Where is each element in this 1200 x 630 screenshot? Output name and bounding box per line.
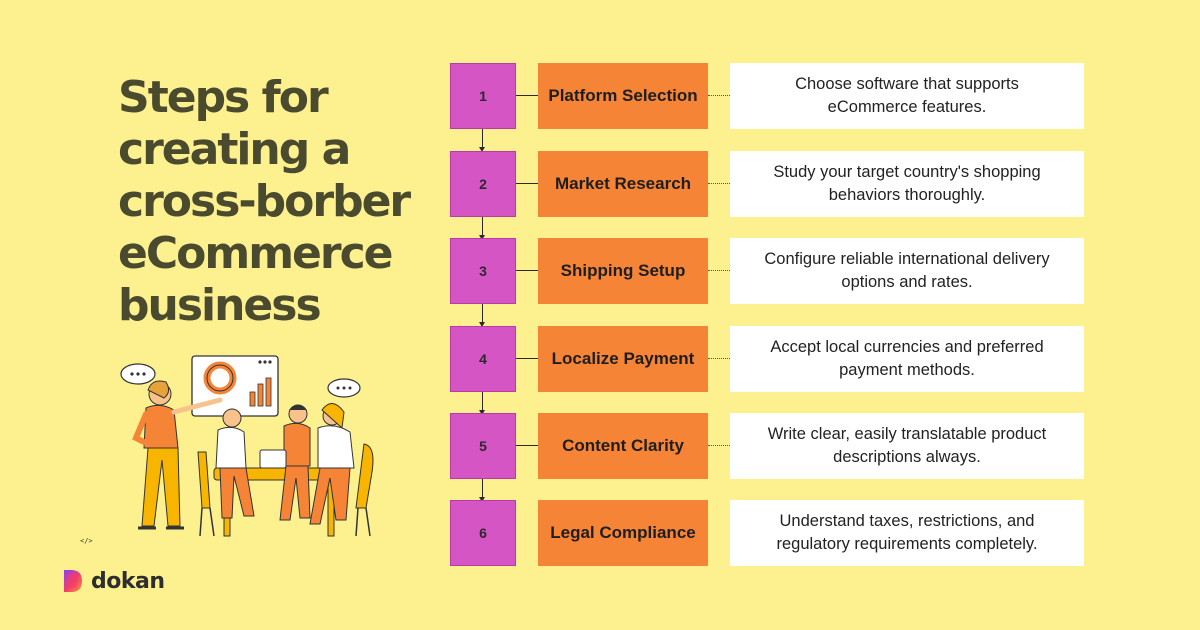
title-line-5: business xyxy=(118,280,322,331)
step-description: Choose software that supports eCommerce … xyxy=(730,63,1084,129)
step-description: Study your target country's shopping beh… xyxy=(730,151,1084,217)
step-description: Understand taxes, restrictions, and regu… xyxy=(730,500,1084,566)
step-row: 2 Market Research Study your target coun… xyxy=(450,151,1084,217)
presenter-figure xyxy=(132,380,223,530)
step-label: Localize Payment xyxy=(538,326,708,392)
step-row: 5 Content Clarity Write clear, easily tr… xyxy=(450,413,1084,479)
down-arrow-icon xyxy=(479,392,485,415)
down-arrow-icon xyxy=(479,217,485,240)
seated-person-figure xyxy=(309,403,355,525)
step-description: Configure reliable international deliver… xyxy=(730,238,1084,304)
seated-person-figure xyxy=(215,408,255,519)
title-line-2: creating a xyxy=(118,124,351,175)
step-label: Content Clarity xyxy=(538,413,708,479)
title-line-4: eCommerce xyxy=(118,228,394,279)
connector-line xyxy=(516,358,538,359)
speech-bubble-icon xyxy=(120,363,156,385)
connector-line xyxy=(708,95,730,96)
page-title: Steps for creating a cross-borber eComme… xyxy=(118,72,448,332)
step-label: Shipping Setup xyxy=(538,238,708,304)
down-arrow-icon xyxy=(479,479,485,502)
connector-line xyxy=(516,270,538,271)
step-number: 5 xyxy=(450,413,516,479)
chair-icon xyxy=(197,443,374,537)
connector-line xyxy=(708,183,730,184)
step-number: 6 xyxy=(450,500,516,566)
team-meeting-illustration xyxy=(120,355,374,537)
step-number: 4 xyxy=(450,326,516,392)
down-arrow-icon xyxy=(479,129,485,152)
step-label: Market Research xyxy=(538,151,708,217)
step-label: Legal Compliance xyxy=(538,500,708,566)
connector-line xyxy=(516,95,538,96)
connector-line xyxy=(516,445,538,446)
seated-person-figure xyxy=(279,404,311,521)
step-row: 3 Shipping Setup Configure reliable inte… xyxy=(450,238,1084,304)
brand-logo: dokan xyxy=(62,566,165,596)
connector-line xyxy=(708,270,730,271)
title-line-1: Steps for xyxy=(118,72,329,123)
step-number: 2 xyxy=(450,151,516,217)
connector-line xyxy=(708,358,730,359)
step-label: Platform Selection xyxy=(538,63,708,129)
dokan-logo-icon xyxy=(64,570,82,592)
laptop-icon xyxy=(259,449,287,469)
down-arrow-icon xyxy=(479,304,485,327)
brand-name: dokan xyxy=(91,568,165,594)
connector-line xyxy=(708,445,730,446)
step-row: 6 Legal Compliance Understand taxes, res… xyxy=(450,500,1084,566)
connector-line xyxy=(516,183,538,184)
step-number: 3 xyxy=(450,238,516,304)
step-row: 1 Platform Selection Choose software tha… xyxy=(450,63,1084,129)
title-line-3: cross-borber xyxy=(118,176,411,227)
step-row: 4 Localize Payment Accept local currenci… xyxy=(450,326,1084,392)
code-tag-icon: </> xyxy=(80,537,93,545)
step-description: Write clear, easily translatable product… xyxy=(730,413,1084,479)
step-description: Accept local currencies and preferred pa… xyxy=(730,326,1084,392)
step-number: 1 xyxy=(450,63,516,129)
speech-bubble-icon xyxy=(327,378,361,398)
